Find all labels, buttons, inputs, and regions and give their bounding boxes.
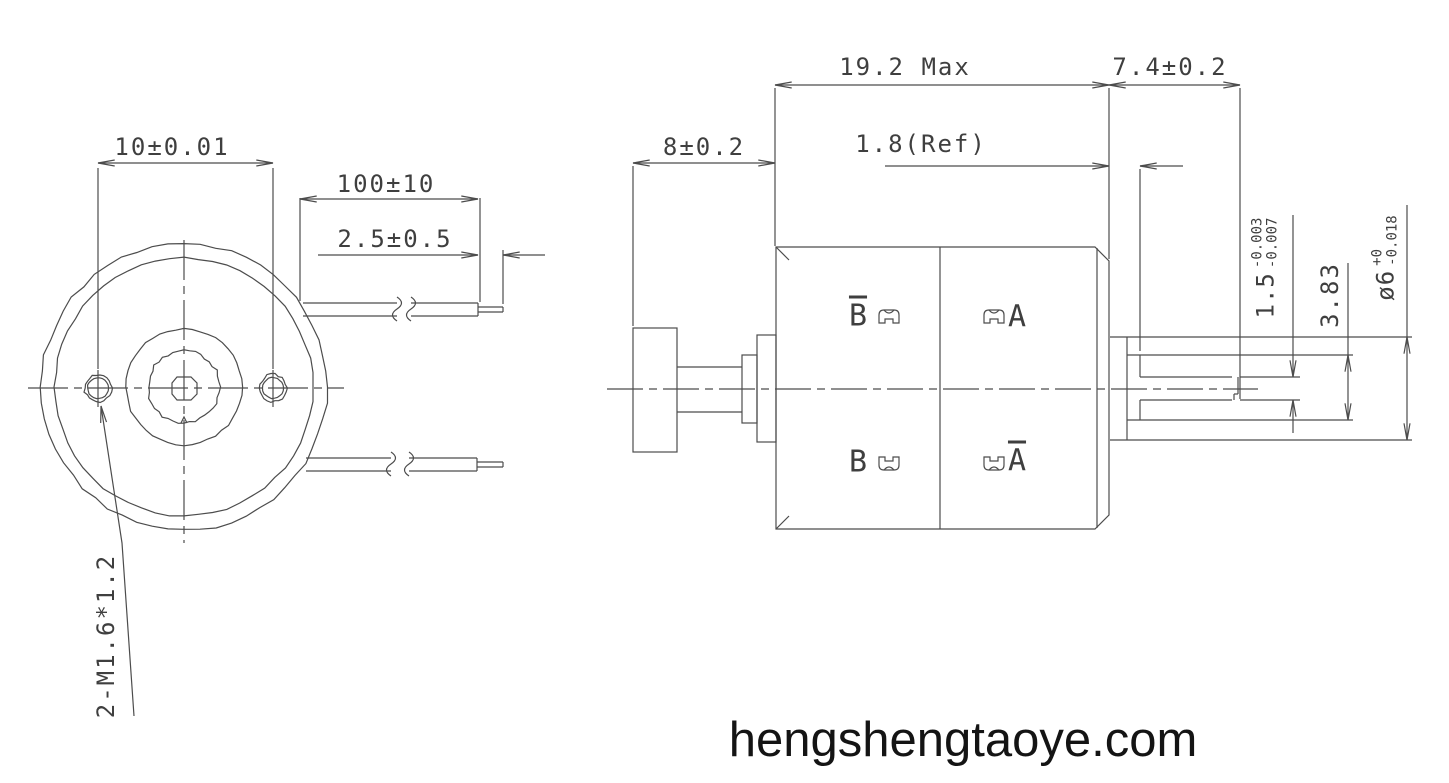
terminal-label-a-neg: A — [1007, 443, 1027, 479]
flat-thickness-tol-lower: -0.007 — [1265, 217, 1281, 269]
terminal-symbol — [983, 456, 1005, 471]
terminal-symbol — [878, 309, 900, 324]
terminal-label-b: B — [848, 444, 868, 480]
dim-rear-length: 8±0.2 — [662, 133, 746, 161]
dim-wire-strip: 2.5±0.5 — [337, 225, 453, 253]
thread-callout: 2-M1.6*1.2 — [92, 553, 120, 719]
terminal-symbol — [878, 456, 900, 471]
dim-flat-ref: 1.8(Ref) — [855, 130, 987, 158]
terminal-symbol — [983, 309, 1005, 324]
dim-body-length: 19.2 Max — [839, 53, 971, 81]
dim-wire-length: 100±10 — [336, 170, 436, 198]
dim-shaft-length: 7.4±0.2 — [1112, 53, 1228, 81]
front-view-linework — [28, 81, 1412, 717]
terminal-label-a: A — [1007, 299, 1027, 335]
terminal-label-b-neg: B — [848, 298, 868, 334]
dim-across-flats: 3.83 — [1316, 262, 1344, 328]
dim-flat-thickness: 1.5 -0.003 -0.007 — [1249, 217, 1282, 319]
dim-shaft-dia: ø6 +0 -0.018 — [1369, 215, 1402, 301]
shaft-dia-tol-lower: -0.018 — [1385, 215, 1401, 266]
flat-thickness-value: 1.5 — [1252, 272, 1280, 319]
watermark-text: hengshengtaoye.com — [728, 713, 1198, 767]
dim-hole-spacing: 10±0.01 — [114, 133, 230, 161]
flat-thickness-tol-upper: -0.003 — [1249, 217, 1266, 269]
shaft-dia-tol-upper: +0 — [1369, 248, 1386, 266]
shaft-dia-value: ø6 — [1372, 269, 1400, 301]
